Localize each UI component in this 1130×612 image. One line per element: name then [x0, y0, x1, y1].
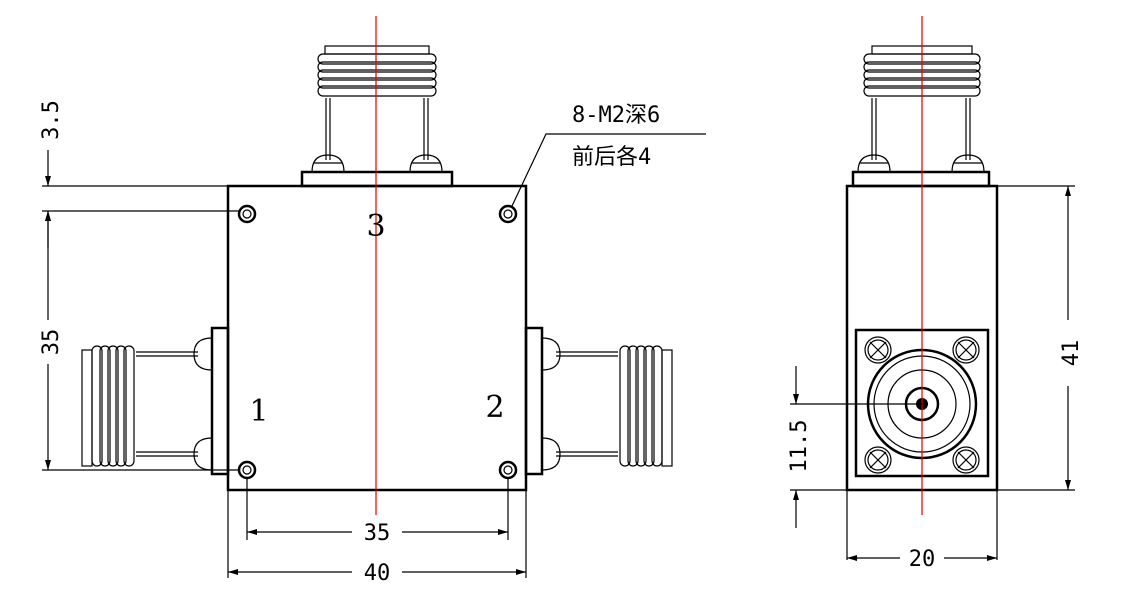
- dim-port-height-value: 11.5: [787, 420, 812, 473]
- dim-width-total-value: 40: [364, 561, 391, 586]
- dim-port-height: 11.5: [787, 366, 812, 528]
- port-label-3: 3: [366, 209, 385, 244]
- dim-side-width: 20: [847, 547, 997, 572]
- top-connector: [300, 45, 454, 188]
- dim-top-offset: 3.5: [39, 100, 64, 248]
- right-connector-threads: [619, 345, 663, 467]
- mounting-holes: [237, 204, 518, 480]
- mounting-hole: [498, 460, 518, 480]
- hole-note: 8-M2深6 前后各4: [511, 103, 706, 207]
- dim-side-width-value: 20: [909, 547, 936, 572]
- port-label-1: 1: [249, 394, 268, 429]
- hole-note-line2: 前后各4: [572, 145, 651, 170]
- flange-screw: [864, 336, 892, 364]
- right-connector: [524, 326, 673, 476]
- dim-height-holes: 35: [39, 211, 64, 470]
- mounting-hole: [237, 460, 257, 480]
- hole-note-line1: 8-M2深6: [572, 103, 660, 128]
- dim-width-holes-value: 35: [364, 521, 391, 546]
- top-connector-threads: [317, 53, 437, 97]
- flange-screw: [952, 446, 980, 474]
- mounting-hole: [237, 204, 257, 224]
- port-label-2: 2: [485, 390, 504, 425]
- left-connector-threads: [91, 345, 135, 467]
- side-view: 41 11.5 20: [787, 16, 1084, 572]
- flange-screw: [864, 446, 892, 474]
- dim-height-holes-value: 35: [39, 329, 64, 356]
- dim-side-height: 41: [1059, 186, 1084, 490]
- flange-screw: [952, 336, 980, 364]
- dim-top-offset-value: 3.5: [39, 100, 64, 140]
- front-body: [226, 184, 528, 492]
- dim-side-height-value: 41: [1059, 340, 1084, 367]
- dim-width-total: 40: [228, 561, 526, 586]
- dim-width-holes: 35: [247, 521, 508, 546]
- left-connector: [81, 326, 230, 476]
- mounting-hole: [498, 204, 518, 224]
- front-view: 3 1 2 8-M2深6 前后各4 3.5 35: [39, 16, 706, 586]
- side-top-connector: [851, 45, 991, 188]
